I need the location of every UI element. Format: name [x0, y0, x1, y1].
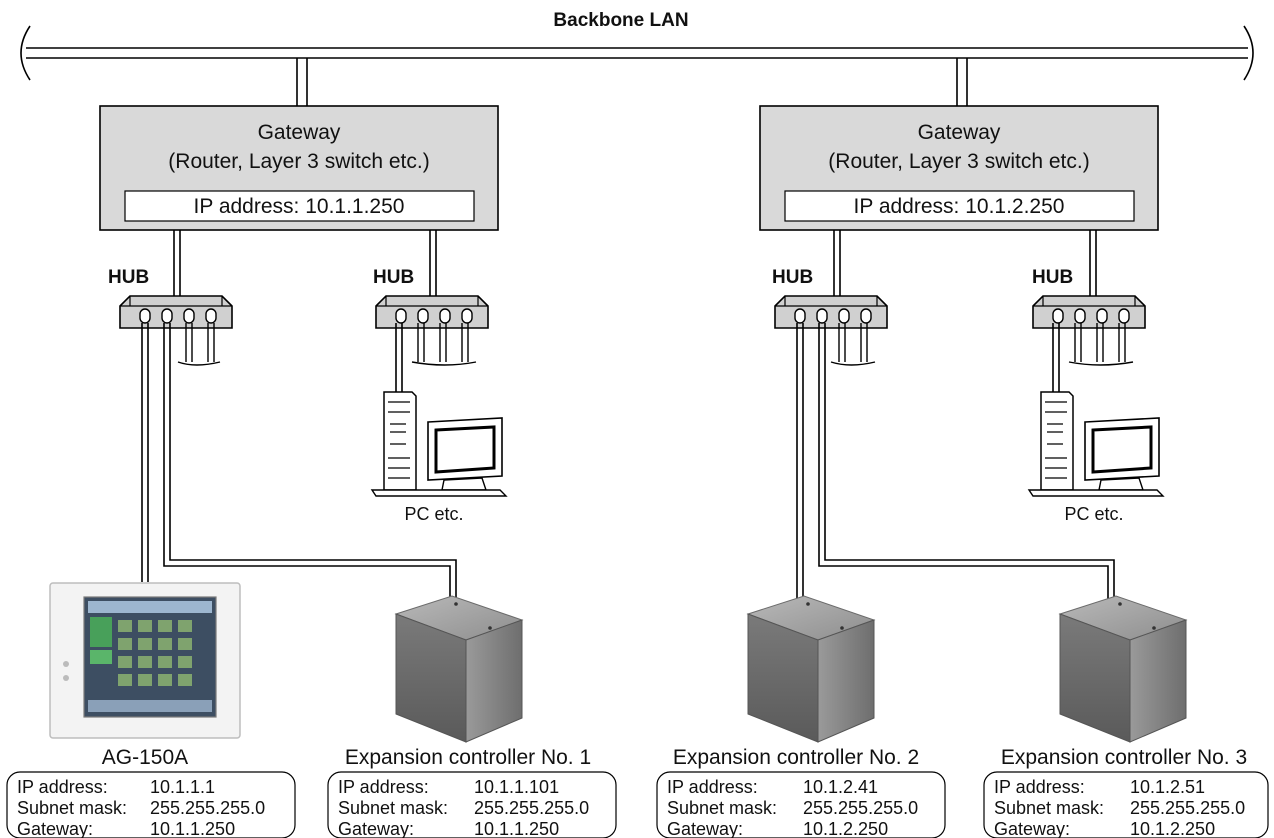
pc-label: PC etc.: [1064, 504, 1123, 524]
pc-label: PC etc.: [404, 504, 463, 524]
info-text: Subnet mask:: [338, 798, 448, 818]
hub-cable-stubs: [177, 323, 1134, 366]
info-text: 10.1.1.1: [150, 777, 215, 797]
info-text: 10.1.2.41: [803, 777, 878, 797]
ag-150a-device: AG-150A: [49, 582, 241, 769]
info-text: IP address:: [667, 777, 758, 797]
info-text: 10.1.1.250: [474, 819, 559, 838]
info-text: 255.255.255.0: [150, 798, 265, 818]
gateway-name: Gateway: [918, 121, 1001, 144]
gateway-name: Gateway: [258, 121, 341, 144]
right-break-mark: [1243, 25, 1254, 81]
info-text: Gateway:: [667, 819, 743, 838]
gateway-subtitle: (Router, Layer 3 switch etc.): [168, 150, 429, 173]
expansion-controller-2: Expansion controller No. 2: [673, 595, 919, 769]
device-cables: [141, 323, 1115, 604]
info-text: 255.255.255.0: [1130, 798, 1245, 818]
gateway-2: Gateway (Router, Layer 3 switch etc.) IP…: [759, 105, 1159, 231]
device-name: Expansion controller No. 3: [1001, 746, 1247, 769]
hub-1: [119, 295, 233, 329]
hub-label: HUB: [108, 267, 149, 288]
backbone-links: [296, 58, 968, 106]
left-break-mark: [20, 25, 31, 81]
info-text: 255.255.255.0: [803, 798, 918, 818]
info-text: 255.255.255.0: [474, 798, 589, 818]
backbone-lan: Backbone LAN: [20, 10, 1254, 81]
pc-1: PC etc.: [370, 391, 508, 524]
info-box-expansion-2: IP address: 10.1.2.41 Subnet mask: 255.2…: [656, 771, 946, 838]
info-text: Subnet mask:: [17, 798, 127, 818]
info-text: Subnet mask:: [667, 798, 777, 818]
pc-2: PC etc.: [1027, 391, 1165, 524]
info-text: 10.1.2.51: [1130, 777, 1205, 797]
info-text: 10.1.2.250: [803, 819, 888, 838]
info-text: 10.1.1.250: [150, 819, 235, 838]
device-name: Expansion controller No. 1: [345, 746, 591, 769]
gateway-ip: IP address: 10.1.1.250: [194, 195, 405, 218]
hub-2: [375, 295, 489, 329]
hub-label: HUB: [373, 267, 414, 288]
info-text: 10.1.2.250: [1130, 819, 1215, 838]
expansion-controller-1: Expansion controller No. 1: [345, 595, 591, 769]
info-text: Subnet mask:: [994, 798, 1104, 818]
info-box-expansion-3: IP address: 10.1.2.51 Subnet mask: 255.2…: [983, 771, 1269, 838]
gateway-1: Gateway (Router, Layer 3 switch etc.) IP…: [99, 105, 499, 231]
backbone-lan-label: Backbone LAN: [553, 10, 688, 31]
gateway-hub-links: [173, 230, 1097, 296]
hub-4: [1032, 295, 1146, 329]
info-box-ag-150a: IP address: 10.1.1.1 Subnet mask: 255.25…: [6, 771, 296, 838]
gateway-subtitle: (Router, Layer 3 switch etc.): [828, 150, 1089, 173]
expansion-controller-3: Expansion controller No. 3: [1001, 595, 1247, 769]
info-text: Gateway:: [994, 819, 1070, 838]
hub-label: HUB: [1032, 267, 1073, 288]
info-text: Gateway:: [338, 819, 414, 838]
device-name: Expansion controller No. 2: [673, 746, 919, 769]
info-box-expansion-1: IP address: 10.1.1.101 Subnet mask: 255.…: [327, 771, 617, 838]
info-text: Gateway:: [17, 819, 93, 838]
device-name: AG-150A: [102, 746, 188, 769]
info-text: 10.1.1.101: [474, 777, 559, 797]
hub-3: [774, 295, 888, 329]
info-text: IP address:: [994, 777, 1085, 797]
gateway-ip: IP address: 10.1.2.250: [854, 195, 1065, 218]
info-text: IP address:: [17, 777, 108, 797]
info-text: IP address:: [338, 777, 429, 797]
hub-label: HUB: [772, 267, 813, 288]
